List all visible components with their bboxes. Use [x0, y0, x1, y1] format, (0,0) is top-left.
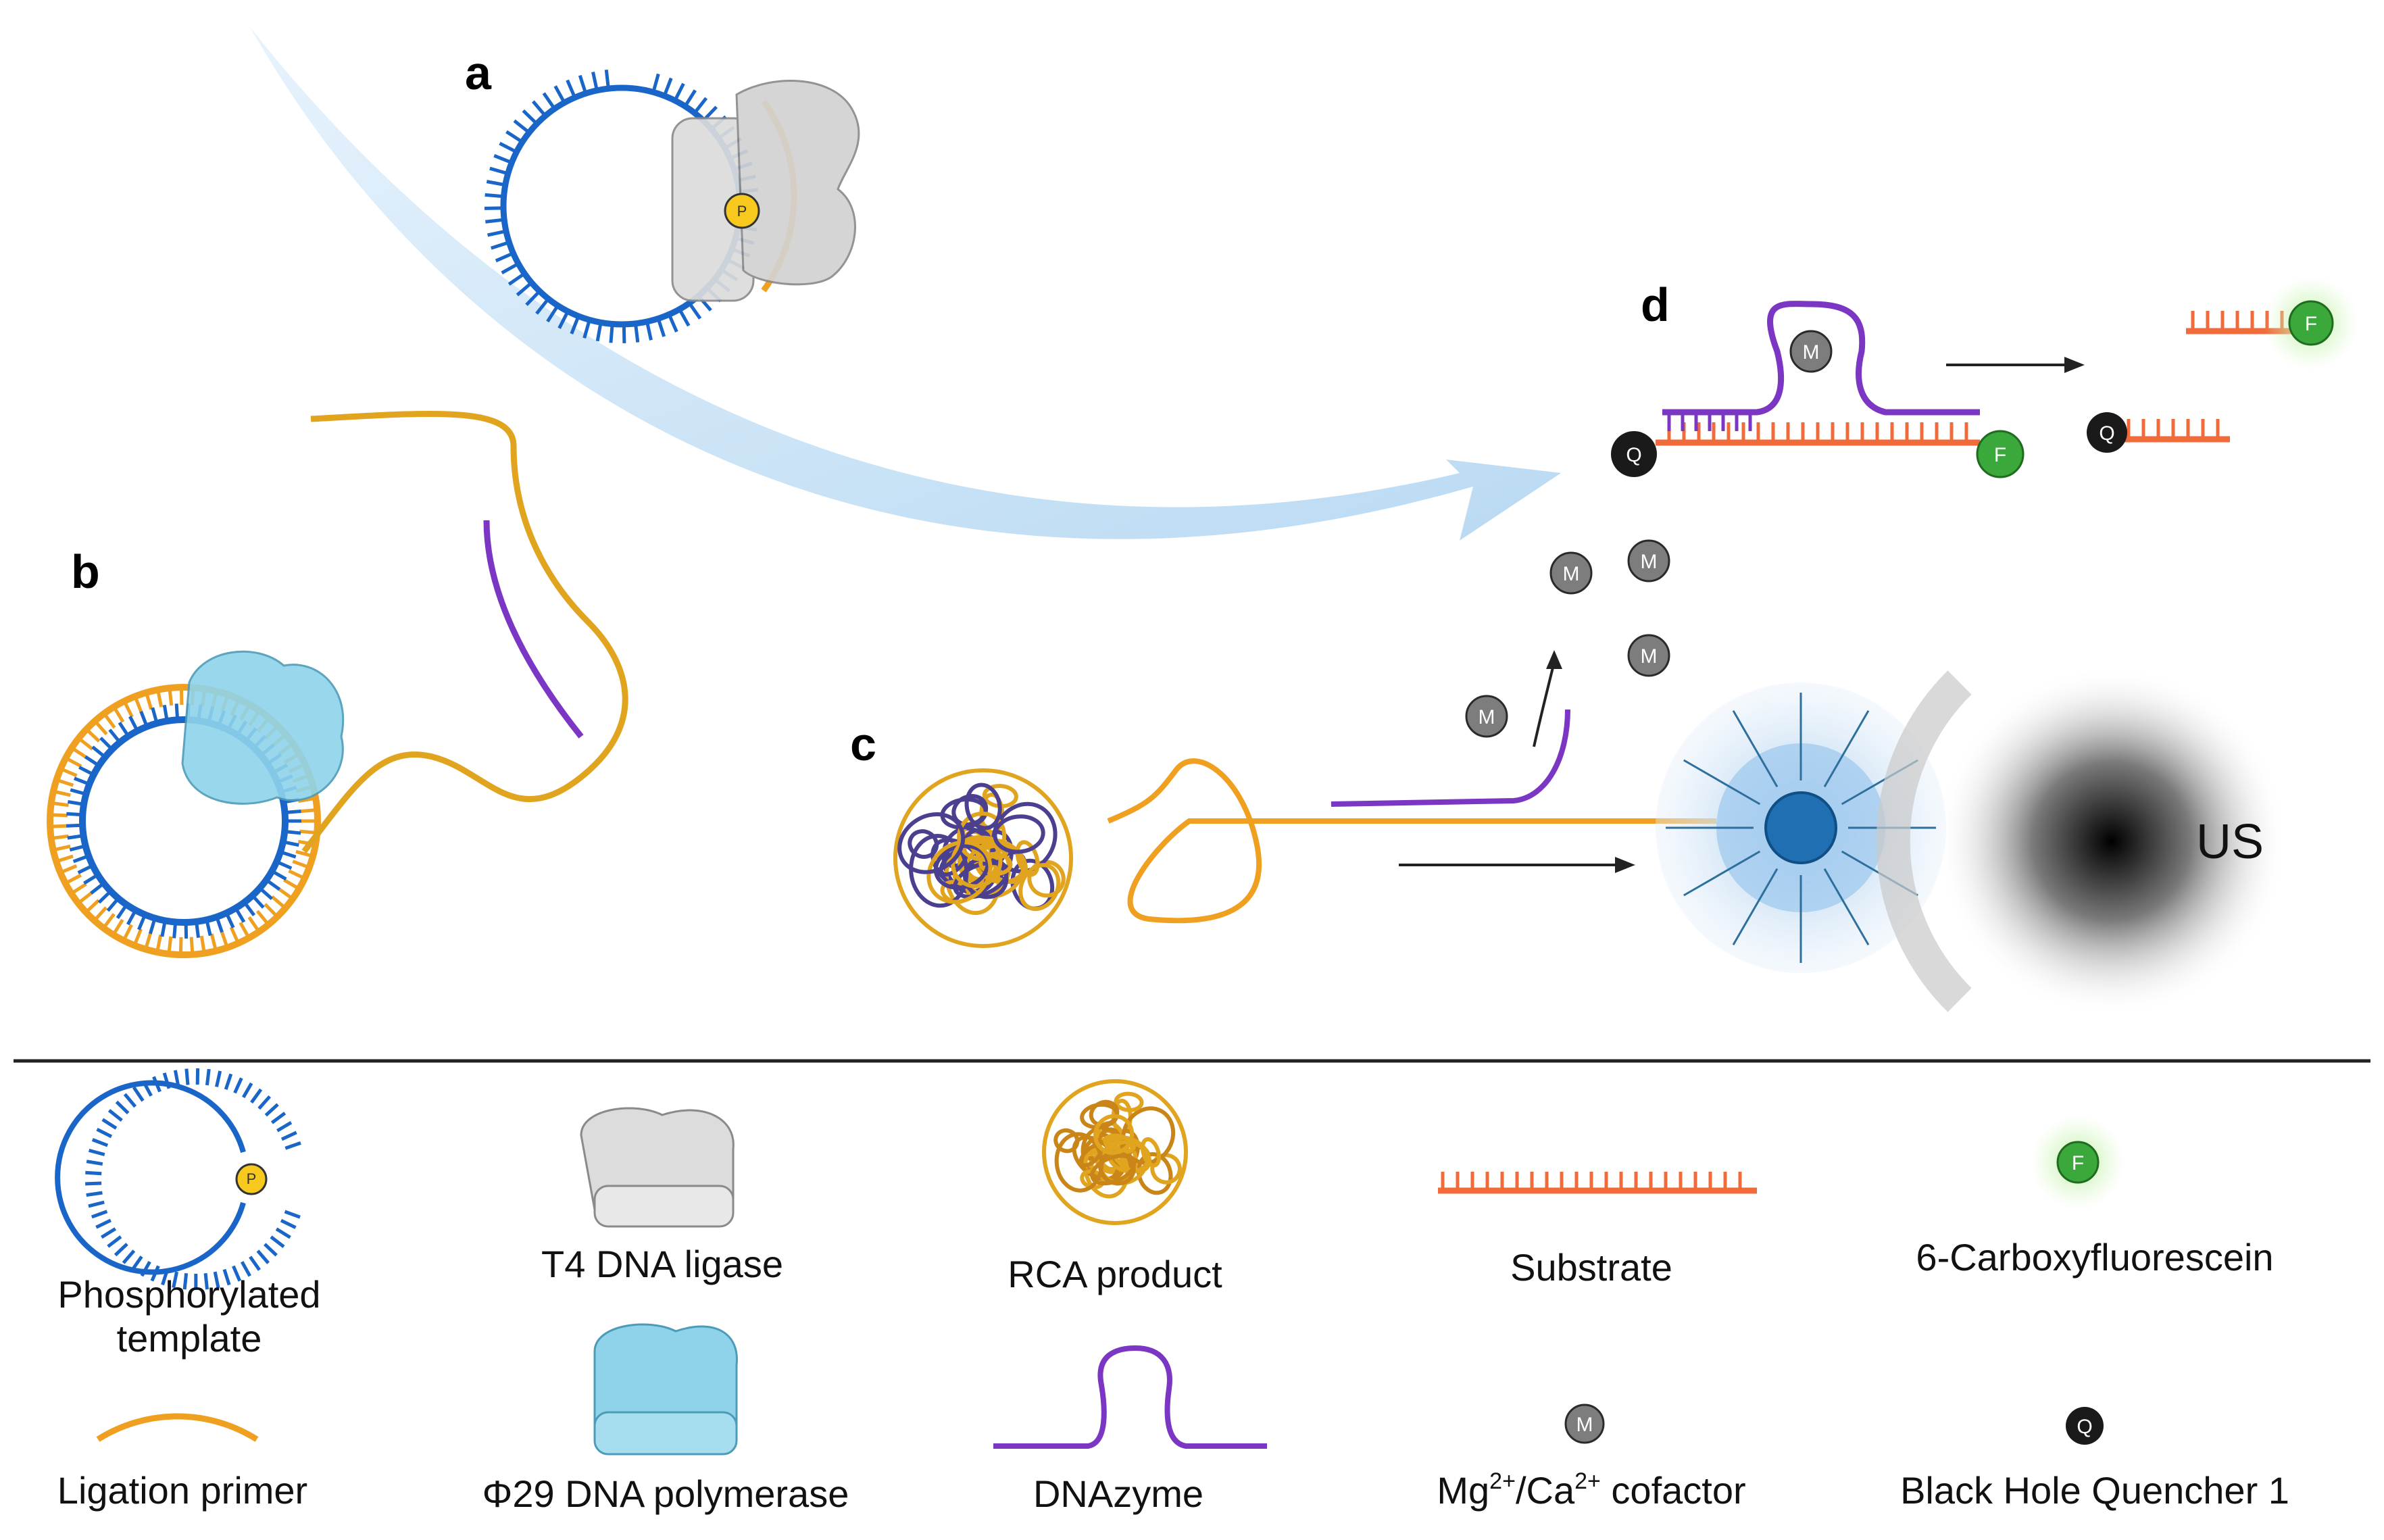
legend-primer-icon: [96, 1413, 259, 1442]
rca-product-ball: [893, 768, 1073, 948]
metal-ion-bound: M: [1789, 330, 1833, 373]
legend-fam-icon: [2056, 1141, 2100, 1184]
legend-rca-icon: [1042, 1079, 1188, 1225]
svg-text:F: F: [1994, 444, 2006, 466]
ultrasound-label: US: [2196, 815, 2264, 869]
legend-rca-label: RCA product: [1008, 1253, 1222, 1295]
fragment-bases: [2127, 419, 2220, 439]
legend-dnazyme-label: DNAzyme: [1033, 1472, 1203, 1515]
phi29-polymerase: [181, 650, 345, 805]
legend: P Phosphorylated template T4 DNA ligase …: [55, 1068, 2289, 1515]
fluorophore-free: F: [2288, 300, 2334, 346]
panel-label-b: b: [71, 545, 100, 598]
legend-polymerase-icon: [593, 1323, 738, 1456]
panel-b-amplification: [47, 410, 628, 958]
legend-primer-label: Ligation primer: [57, 1469, 307, 1512]
panel-d-cleavage: M Q F F Q: [1611, 276, 2358, 478]
legend-template-label-1: Phosphorylated: [57, 1273, 320, 1316]
svg-text:M: M: [1576, 1414, 1593, 1436]
panel-c: US: [893, 650, 2287, 1017]
phosphate-label: P: [737, 203, 747, 220]
process-arrow: [250, 27, 1561, 541]
metal-ion: M: [1549, 551, 1593, 595]
released-dnazyme: [1331, 709, 1570, 807]
delivery-arrowhead: [1615, 857, 1635, 873]
substrate-bases: [1667, 422, 1968, 443]
ultrasound-source: [1936, 666, 2287, 1017]
svg-text:Q: Q: [2099, 422, 2114, 445]
legend-ligase-icon: [580, 1107, 735, 1228]
svg-text:Q: Q: [2077, 1416, 2092, 1438]
panel-a-ligation: P: [484, 70, 860, 344]
legend-ligase-label: T4 DNA ligase: [541, 1243, 783, 1285]
phosphate-group: [724, 193, 760, 229]
rca-product-tail: [1107, 758, 1716, 924]
microbubble-core: [1764, 791, 1837, 864]
svg-text:M: M: [1803, 341, 1820, 364]
legend-quencher-icon: Q: [2066, 1407, 2104, 1445]
panel-label-a: a: [465, 47, 492, 99]
legend-fam-label: 6-Carboxyfluorescein: [1916, 1236, 2273, 1278]
legend-cofactor-label: Mg2+/Ca2+ cofactor: [1437, 1468, 1745, 1512]
fluorophore: F: [1976, 430, 2025, 478]
svg-text:M: M: [1641, 551, 1658, 573]
legend-fam-badge: F: [2072, 1152, 2084, 1174]
svg-text:Q: Q: [1626, 444, 1641, 466]
panel-label-c: c: [850, 718, 876, 770]
dnazyme-loop: [1662, 301, 1980, 416]
svg-text:F: F: [2305, 313, 2317, 335]
cleavage-arrowhead: [2064, 357, 2085, 373]
rca-product-strand: [301, 410, 628, 853]
metal-ion: M: [1465, 695, 1508, 738]
metal-ions: M M M M: [1465, 539, 1670, 738]
release-arrowhead: [1546, 650, 1562, 669]
metal-ion: M: [1627, 634, 1670, 677]
panel-label-d: d: [1641, 278, 1670, 331]
t4-dna-ligase: [671, 80, 860, 302]
svg-text:M: M: [1641, 645, 1658, 668]
legend-phosphate-label: P: [247, 1170, 257, 1187]
legend-substrate-label: Substrate: [1510, 1246, 1672, 1289]
legend-template-label-2: template: [117, 1317, 262, 1360]
ultrasound-wave: [1876, 670, 1972, 1012]
legend-cofactor-icon: M: [1564, 1404, 1605, 1444]
dnazyme-bases: [1667, 412, 1752, 431]
legend-quencher-label: Black Hole Quencher 1: [1900, 1469, 2289, 1512]
metal-ion: M: [1627, 539, 1670, 582]
legend-phosphate-icon: [235, 1163, 268, 1195]
svg-text:M: M: [1563, 563, 1580, 585]
dnazyme-segment: [483, 520, 584, 739]
quencher: Q: [1611, 431, 1657, 477]
quencher-free: Q: [2087, 412, 2127, 453]
legend-dnazyme-icon: [993, 1345, 1267, 1449]
legend-polymerase-label: Φ29 DNA polymerase: [482, 1472, 849, 1515]
release-arrow: [1533, 662, 1556, 747]
svg-text:M: M: [1479, 706, 1495, 728]
legend-template-icon: [55, 1080, 246, 1275]
